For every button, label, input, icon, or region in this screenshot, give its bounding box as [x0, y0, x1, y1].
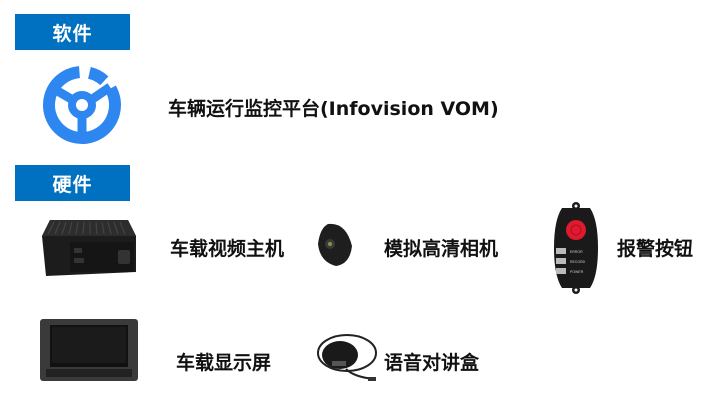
- intercom-image: [316, 333, 378, 385]
- hardware-item-label-intercom: 语音对讲盒: [384, 352, 480, 374]
- hardware-item-label-monitor: 车载显示屏: [176, 352, 272, 374]
- hardware-item-label-camera: 模拟高清相机: [384, 238, 499, 260]
- hardware-item-label-alarm: 报警按钮: [617, 238, 694, 260]
- software-section-header: 软件: [15, 14, 130, 50]
- alarm-panel-label: POWER: [570, 270, 584, 274]
- camera-image: [316, 222, 354, 268]
- hardware-section-header: 硬件: [15, 165, 130, 201]
- hardware-item-label-dvr: 车载视频主机: [170, 238, 285, 260]
- alarm-button-image: ERROR RECORD POWER: [552, 200, 600, 296]
- software-item-label: 车辆运行监控平台(Infovision VOM): [168, 98, 499, 120]
- alarm-panel-label: ERROR: [570, 250, 583, 254]
- mobile-dvr-image: [40, 212, 138, 282]
- monitor-image: [40, 319, 138, 381]
- infovision-logo-icon: [42, 65, 122, 145]
- alarm-panel-label: RECORD: [570, 260, 586, 264]
